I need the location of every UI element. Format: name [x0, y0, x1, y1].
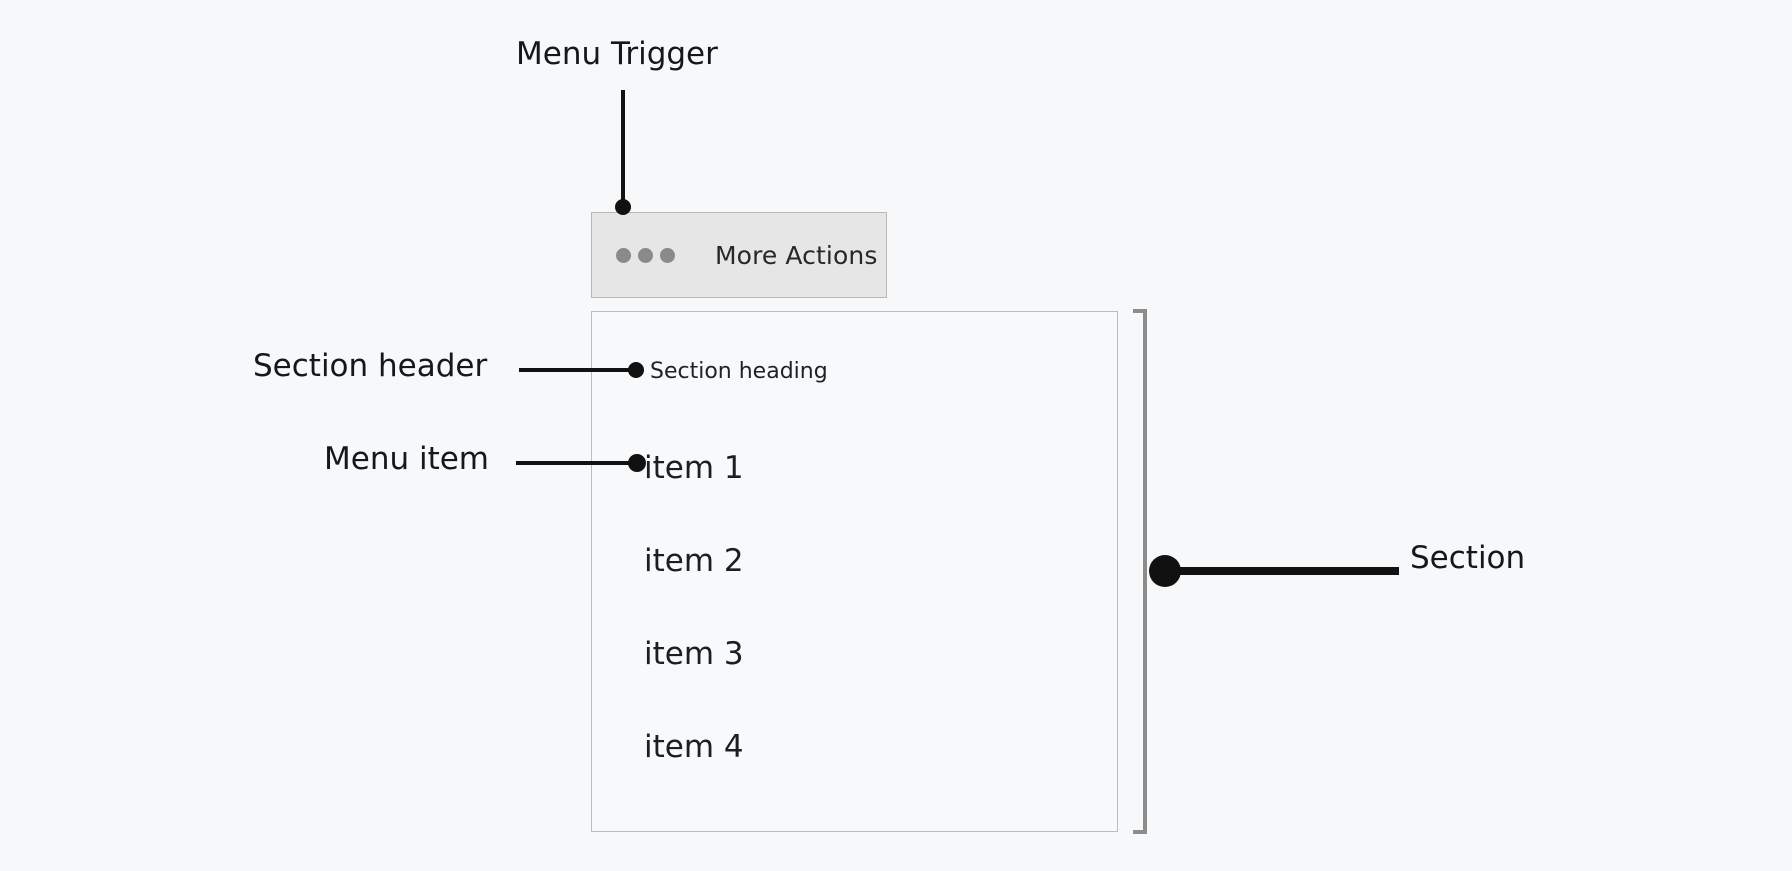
menu-item-1[interactable]: item 1	[644, 450, 744, 486]
ellipsis-horizontal-icon	[616, 247, 675, 263]
menu-item-4[interactable]: item 4	[644, 729, 744, 765]
annotation-label-menu-item: Menu item	[324, 441, 490, 477]
menu-trigger-label: More Actions	[715, 240, 878, 270]
menu-item-2[interactable]: item 2	[644, 543, 744, 579]
annotation-label-section: Section	[1410, 540, 1526, 576]
annotation-label-section-header: Section header	[253, 348, 488, 384]
section-bracket	[1133, 309, 1147, 834]
leader-dot-section	[1149, 555, 1181, 587]
menu-trigger-button[interactable]: More Actions	[591, 212, 887, 298]
menu-panel: Section heading item 1 item 2 item 3 ite…	[591, 311, 1118, 832]
ellipsis-dot-1	[616, 247, 631, 263]
annotation-label-menu-trigger: Menu Trigger	[516, 36, 718, 72]
menu-item-3[interactable]: item 3	[644, 636, 744, 672]
ellipsis-dot-2	[638, 247, 653, 263]
ellipsis-dot-3	[660, 247, 675, 263]
menu-section-heading: Section heading	[650, 359, 828, 384]
